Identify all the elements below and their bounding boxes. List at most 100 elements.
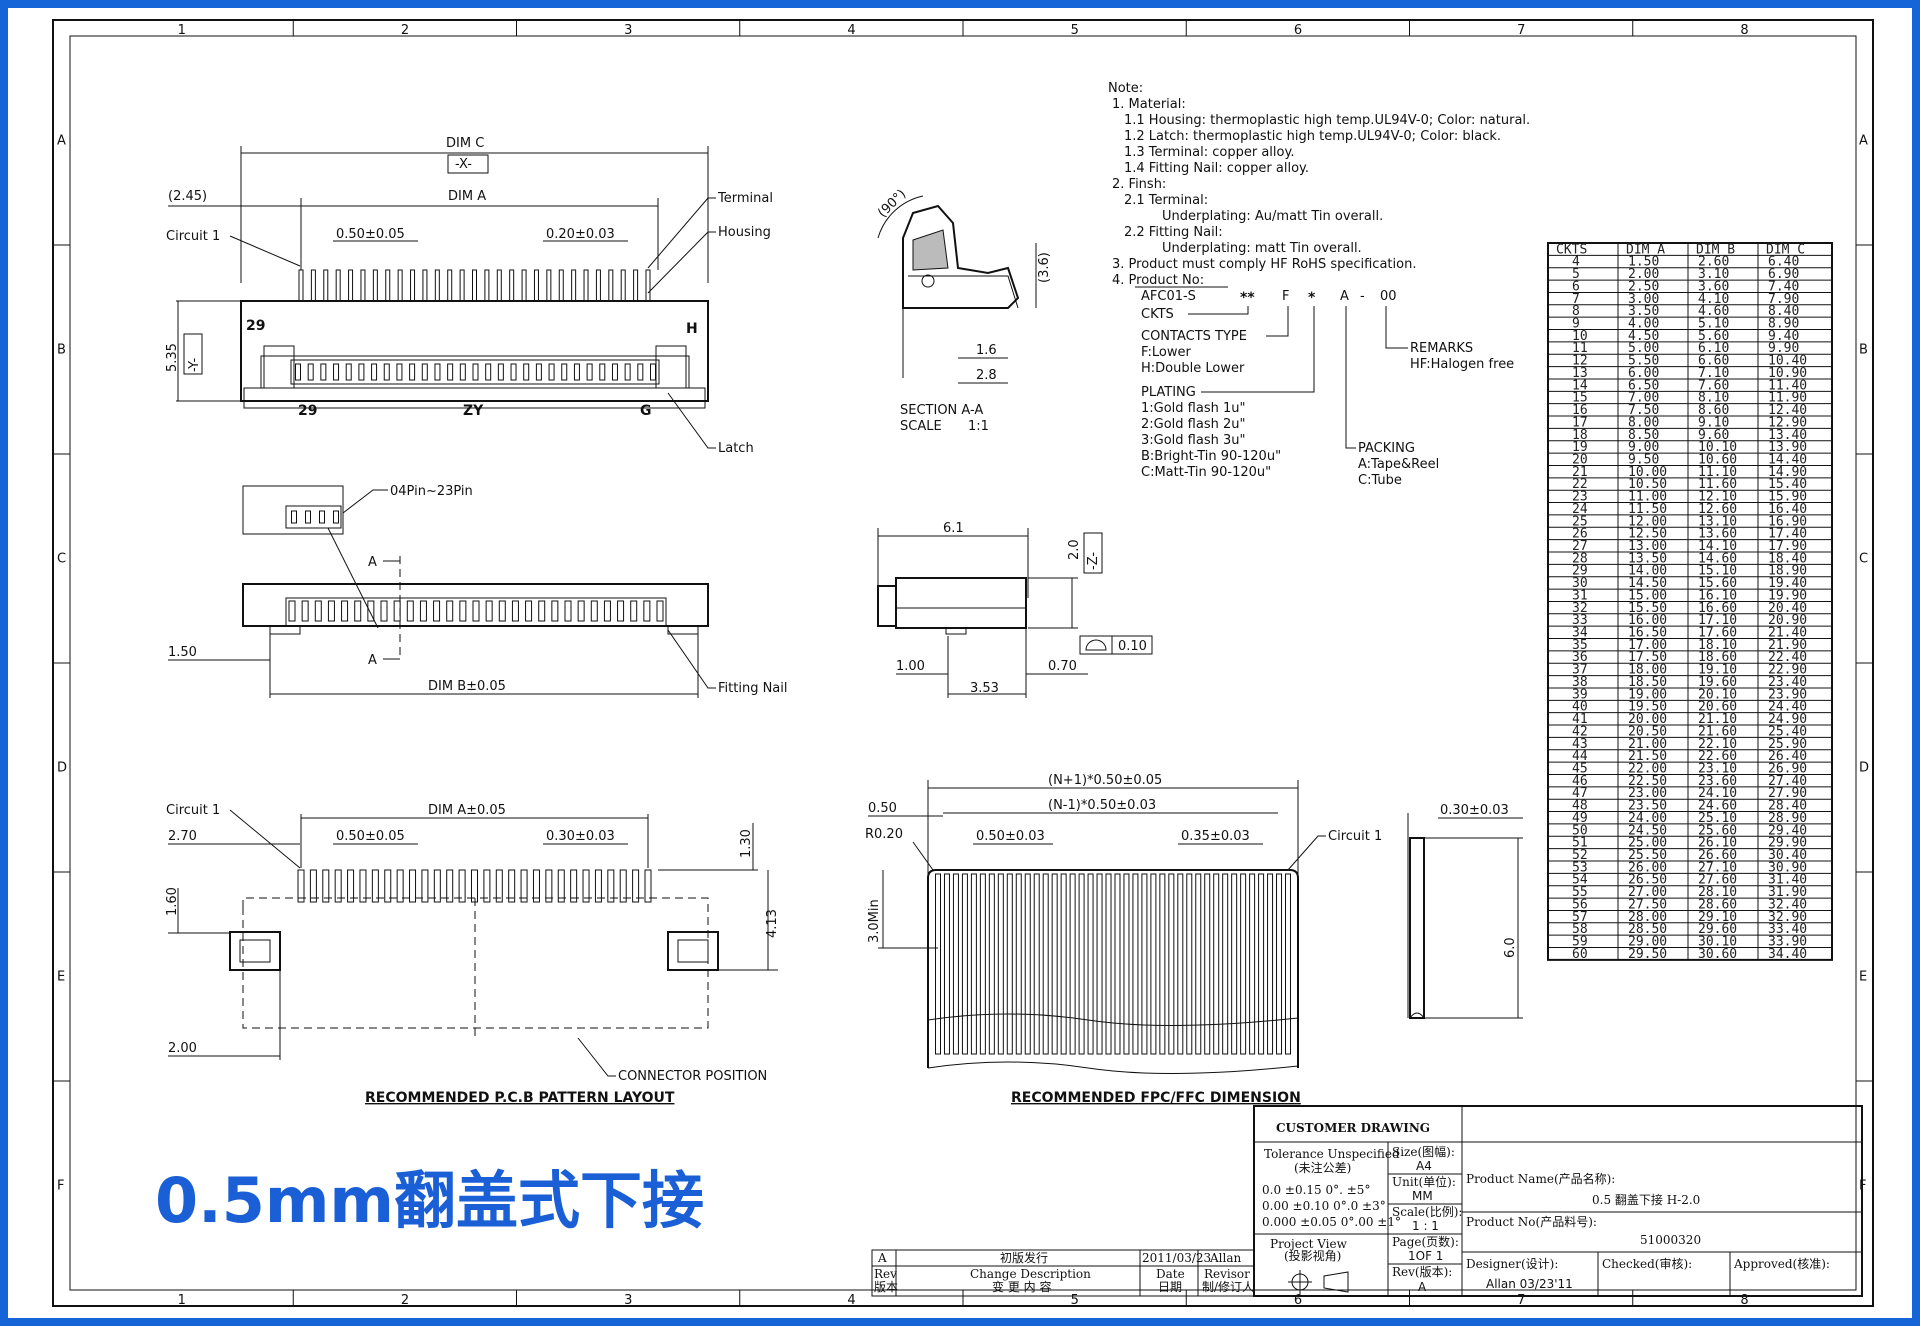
section-title: SECTION A-A [900, 403, 983, 418]
width-label: 0.20±0.03 [546, 227, 615, 242]
fpc-n-plus: (N+1)*0.50±0.05 [1048, 773, 1162, 788]
plating-option: C:Matt-Tin 90-120u" [1141, 465, 1271, 480]
pin-mark [1159, 873, 1166, 1055]
pin-mark [603, 600, 611, 622]
table-cell: 30 [1572, 576, 1588, 591]
pin-mark [1240, 873, 1247, 1055]
pin-mark [458, 869, 466, 903]
table-cell: 27 [1572, 539, 1588, 554]
table-cell: 6.60 [1698, 354, 1729, 369]
table-cell: 41 [1572, 712, 1588, 727]
table-cell: 15.50 [1628, 601, 1667, 616]
pin-mark [1186, 873, 1193, 1055]
notes-block: Note: 1. Material: 1.1 Housing: thermopl… [1108, 81, 1530, 488]
fpc-pitch: 0.50±0.03 [976, 829, 1045, 844]
pin-mark [656, 600, 664, 622]
table-cell: 4.00 [1628, 317, 1659, 332]
size-label: Size(图幅): [1392, 1144, 1455, 1159]
pin-mark [538, 600, 546, 622]
table-cell: 30.10 [1698, 935, 1737, 950]
pcb-connector-label: CONNECTOR POSITION [618, 1069, 767, 1084]
table-cell: 16.60 [1698, 601, 1737, 616]
table-cell: 24.10 [1698, 786, 1737, 801]
pin-mark [471, 869, 478, 903]
grid-row-label: E [57, 970, 65, 985]
fpc-n-minus: (N-1)*0.50±0.03 [1048, 798, 1156, 813]
pin-mark [1195, 873, 1202, 1055]
table-cell: 26 [1572, 527, 1588, 542]
pin-mark [335, 269, 341, 302]
table-cell: 10.50 [1628, 477, 1667, 492]
grid-col-label: 5 [1071, 23, 1079, 38]
offset-label: (2.45) [168, 189, 207, 204]
rev-val: A [1418, 1280, 1427, 1294]
side-1-00: 1.00 [896, 659, 925, 674]
pin-mark [617, 600, 625, 622]
note-line: 2. Finsh: [1112, 177, 1166, 192]
table-cell: 21 [1572, 465, 1588, 480]
pins-label: 04Pin~23Pin [390, 484, 473, 499]
table-cell: 33.40 [1768, 922, 1807, 937]
fpc-thickness: 0.30±0.03 [1440, 803, 1509, 818]
table-cell: 30.60 [1698, 947, 1737, 962]
fpc-r0-20: R0.20 [865, 827, 903, 842]
tol-row: 0.00 ±0.10 0°.0 ±3° [1262, 1199, 1386, 1213]
table-cell: 26.10 [1698, 836, 1737, 851]
pin-mark [341, 600, 349, 622]
table-cell: 31.90 [1768, 885, 1807, 900]
table-cell: 8.50 [1628, 428, 1659, 443]
code-remarks-label: REMARKS [1410, 341, 1473, 356]
tol-row: 0.000 ±0.05 0°.00 ±1° [1262, 1215, 1401, 1229]
table-cell: 23.40 [1768, 675, 1807, 690]
pin-mark [1051, 873, 1058, 1055]
table-cell: 28.40 [1768, 799, 1807, 814]
pin-mark [421, 363, 428, 381]
table-cell: 59 [1572, 935, 1588, 950]
pin-mark [472, 363, 479, 381]
note-line: 1.1 Housing: thermoplastic high temp.UL9… [1124, 113, 1530, 128]
table-cell: 4.60 [1698, 304, 1729, 319]
pin-mark [1042, 873, 1049, 1055]
table-cell: 19 [1572, 440, 1588, 455]
section-scale-val: 1:1 [968, 419, 989, 434]
pin-mark [347, 869, 355, 903]
section-height: (3.6) [1037, 252, 1052, 283]
pcb-circuit1: Circuit 1 [166, 803, 220, 818]
grid-row-label: D [1859, 761, 1869, 776]
table-cell: 51 [1572, 836, 1588, 851]
grid-col-label: 7 [1517, 23, 1525, 38]
table-cell: 12.90 [1768, 415, 1807, 430]
mark-g: G [640, 403, 652, 419]
table-cell: 25.10 [1698, 811, 1737, 826]
pin-mark [384, 869, 392, 903]
table-cell: 25.50 [1628, 848, 1667, 863]
plating-option: 3:Gold flash 3u" [1141, 433, 1245, 448]
table-cell: 8 [1572, 304, 1580, 319]
grid-col-label: 1 [178, 1293, 186, 1308]
pin-mark [310, 269, 316, 302]
pin-mark [561, 363, 568, 381]
side-6-1: 6.1 [943, 521, 964, 536]
table-cell: 10.00 [1628, 465, 1667, 480]
table-cell: 6.00 [1628, 366, 1659, 381]
pin-mark [1105, 873, 1112, 1055]
table-cell: 49 [1572, 811, 1588, 826]
table-cell: 3.10 [1698, 267, 1729, 282]
table-cell: 16 [1572, 403, 1588, 418]
grid-col-label: 8 [1740, 1293, 1748, 1308]
pcb-title: RECOMMENDED P.C.B PATTERN LAYOUT [365, 1090, 675, 1106]
table-cell: 19.40 [1768, 576, 1807, 591]
housing-label: Housing [718, 225, 771, 240]
title-block: CUSTOMER DRAWING Tolerance Unspecified (… [871, 1105, 1863, 1297]
grid-col-label: 3 [624, 23, 632, 38]
pin-mark [322, 869, 330, 903]
pin-mark [564, 600, 572, 622]
table-cell: 24.50 [1628, 823, 1667, 838]
table-cell: 23.60 [1698, 774, 1737, 789]
proj-sub: (投影视角) [1284, 1248, 1341, 1263]
note-line: Note: [1108, 81, 1143, 96]
table-cell: 6.90 [1768, 267, 1799, 282]
mark-29b: 29 [298, 403, 317, 419]
grid-row-label: B [1859, 343, 1868, 358]
pin-mark [582, 869, 590, 903]
